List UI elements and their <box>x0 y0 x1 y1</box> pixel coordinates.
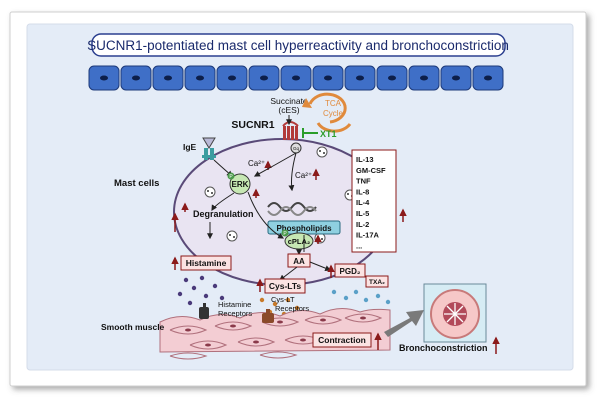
cytokine-item: IL-4 <box>356 198 370 207</box>
pgd2-label: PGD₂ <box>340 267 361 276</box>
pgd2-box <box>334 263 366 278</box>
bronchoconstriction-label: Bronchoconstriction <box>399 343 488 353</box>
cytokine-item: IL-17A <box>356 231 380 240</box>
tca-label: TCA <box>325 99 342 108</box>
txa2-box <box>365 275 389 288</box>
progression-arrow <box>384 310 424 337</box>
granule <box>226 230 238 242</box>
cyslt-receptor-icon <box>262 309 274 323</box>
sucnr1-label: SUCNR1 <box>231 119 274 131</box>
cyslt-receptors-label: Cys-LT <box>271 295 295 304</box>
erk-phosphate-label: P <box>229 174 233 180</box>
histamine-label: Histamine <box>186 258 227 268</box>
degranulation-label: Degranulation <box>193 209 254 219</box>
erk-label: ERK <box>232 180 249 189</box>
aa-label: AA <box>293 257 305 266</box>
tca-cycle: TCA Cycle <box>302 92 352 133</box>
histamine-dots <box>177 275 225 306</box>
cytokine-item: IL-8 <box>356 187 369 196</box>
cytokine-box <box>351 149 397 253</box>
ige-receptor <box>202 137 216 160</box>
cpla2-label: cPLA₂ <box>288 237 311 246</box>
cytokine-item: IL-2 <box>356 220 369 229</box>
figure-title: SUCNR1-potentiated mast cell hyperreacti… <box>87 38 509 53</box>
cytokine-item: IL-13 <box>356 155 374 164</box>
aa-to-pgd2-arrow <box>309 261 332 272</box>
histamine-receptors-label-2: Receptors <box>218 309 252 318</box>
bronchus-icon <box>423 283 487 343</box>
phospholipids-label: Phospholipids <box>276 224 332 233</box>
tca-arrowhead <box>302 98 312 108</box>
cytokine-item: IL-5 <box>356 209 369 218</box>
cytokine-item: ... <box>356 241 362 250</box>
contraction-box <box>312 332 372 348</box>
erk-phosphate <box>227 172 235 180</box>
gq-label: Gq <box>293 146 300 151</box>
epithelium-layer <box>88 65 504 91</box>
gq-to-erk-arrow <box>253 152 297 177</box>
calcium-label: Ca²⁺ <box>248 159 265 168</box>
cytokine-item: GM-CSF <box>356 166 386 175</box>
gq-signal-arrow <box>288 152 297 192</box>
cyslts-label: Cys-LTs <box>269 281 302 291</box>
histamine-box <box>180 255 232 271</box>
erk-node <box>229 173 251 195</box>
title-box <box>91 33 506 57</box>
cycle-label: Cycle <box>323 109 344 118</box>
mast-cells-label: Mast cells <box>114 178 159 189</box>
aa-to-cyslts-arrow <box>279 266 298 281</box>
cyslts-box <box>264 278 306 294</box>
aa-box <box>287 253 311 268</box>
txa2-label: TXA₂ <box>369 279 385 286</box>
cpla2-phosphate-label: P <box>283 231 287 237</box>
xt1-label: XT1 <box>320 129 337 139</box>
prostanoid-dots <box>331 289 391 305</box>
granule <box>204 186 216 198</box>
ige-label: IgE <box>183 142 197 152</box>
contraction-label: Contraction <box>318 335 366 345</box>
dna-strand <box>267 202 317 216</box>
cyslt-receptors-label-2: Receptors <box>275 304 309 313</box>
tca-cycle-arrow <box>316 122 352 133</box>
erk-to-degranulation-arrow <box>211 192 235 212</box>
erk-to-cpla2-arrow <box>247 191 285 239</box>
granule <box>316 146 328 158</box>
succinate-sub-label: (cES) <box>278 105 299 115</box>
cytokine-item: TNF <box>356 177 371 186</box>
histamine-receptor-icon <box>199 303 209 319</box>
succinate-label: Succinate <box>270 96 308 106</box>
histamine-receptors-label: Histamine <box>218 300 251 309</box>
calcium-label: Ca²⁺ <box>295 171 312 180</box>
smooth-muscle-label: Smooth muscle <box>101 322 165 332</box>
granules <box>204 146 356 244</box>
tca-cycle-arrow <box>308 92 347 124</box>
